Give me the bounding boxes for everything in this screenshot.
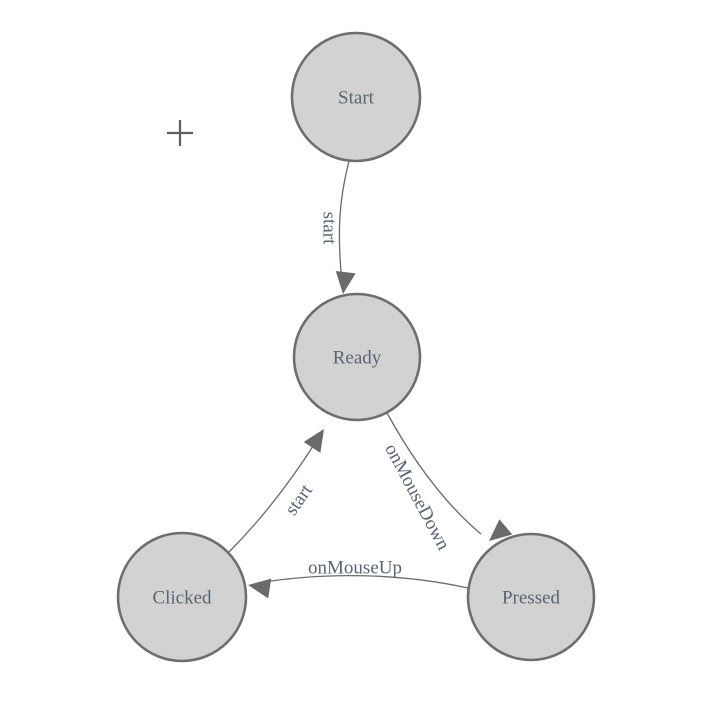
edge-start-to-ready[interactable]: start bbox=[319, 160, 356, 295]
node-shape bbox=[116, 531, 248, 663]
node-label-clicked: Clicked bbox=[152, 588, 212, 609]
arrowhead-icon bbox=[248, 578, 272, 599]
edge-clicked-to-ready[interactable]: start bbox=[227, 424, 332, 554]
node-clicked[interactable]: Clicked bbox=[116, 531, 248, 663]
marker-layer bbox=[167, 120, 193, 146]
node-start[interactable]: Start bbox=[290, 31, 422, 163]
edge-ready-to-pressed[interactable]: onMouseDown bbox=[380, 412, 513, 554]
edge-pressed-to-clicked[interactable]: onMouseUp bbox=[246, 558, 469, 599]
plus-marker bbox=[167, 120, 193, 146]
node-label-ready: Ready bbox=[333, 348, 382, 369]
node-shape bbox=[292, 292, 422, 422]
node-shape bbox=[466, 532, 596, 662]
node-ready[interactable]: Ready bbox=[292, 292, 422, 422]
edge-label-pressed-to-clicked: onMouseUp bbox=[308, 558, 402, 579]
arrowhead-icon bbox=[303, 429, 324, 453]
edge-label-ready-to-pressed: onMouseDown bbox=[380, 440, 454, 554]
edge-line bbox=[257, 574, 469, 589]
arrowhead-icon bbox=[335, 270, 356, 294]
edge-label-clicked-to-ready: start bbox=[281, 480, 317, 519]
edge-label-start-to-ready: start bbox=[319, 212, 340, 245]
edge-line bbox=[386, 412, 482, 535]
node-label-start: Start bbox=[338, 88, 375, 109]
edge-line bbox=[227, 439, 318, 554]
node-pressed[interactable]: Pressed bbox=[466, 532, 596, 662]
node-shape bbox=[290, 31, 422, 163]
node-label-pressed: Pressed bbox=[502, 588, 561, 609]
arrowhead-icon bbox=[489, 519, 513, 541]
edge-line bbox=[338, 160, 350, 284]
